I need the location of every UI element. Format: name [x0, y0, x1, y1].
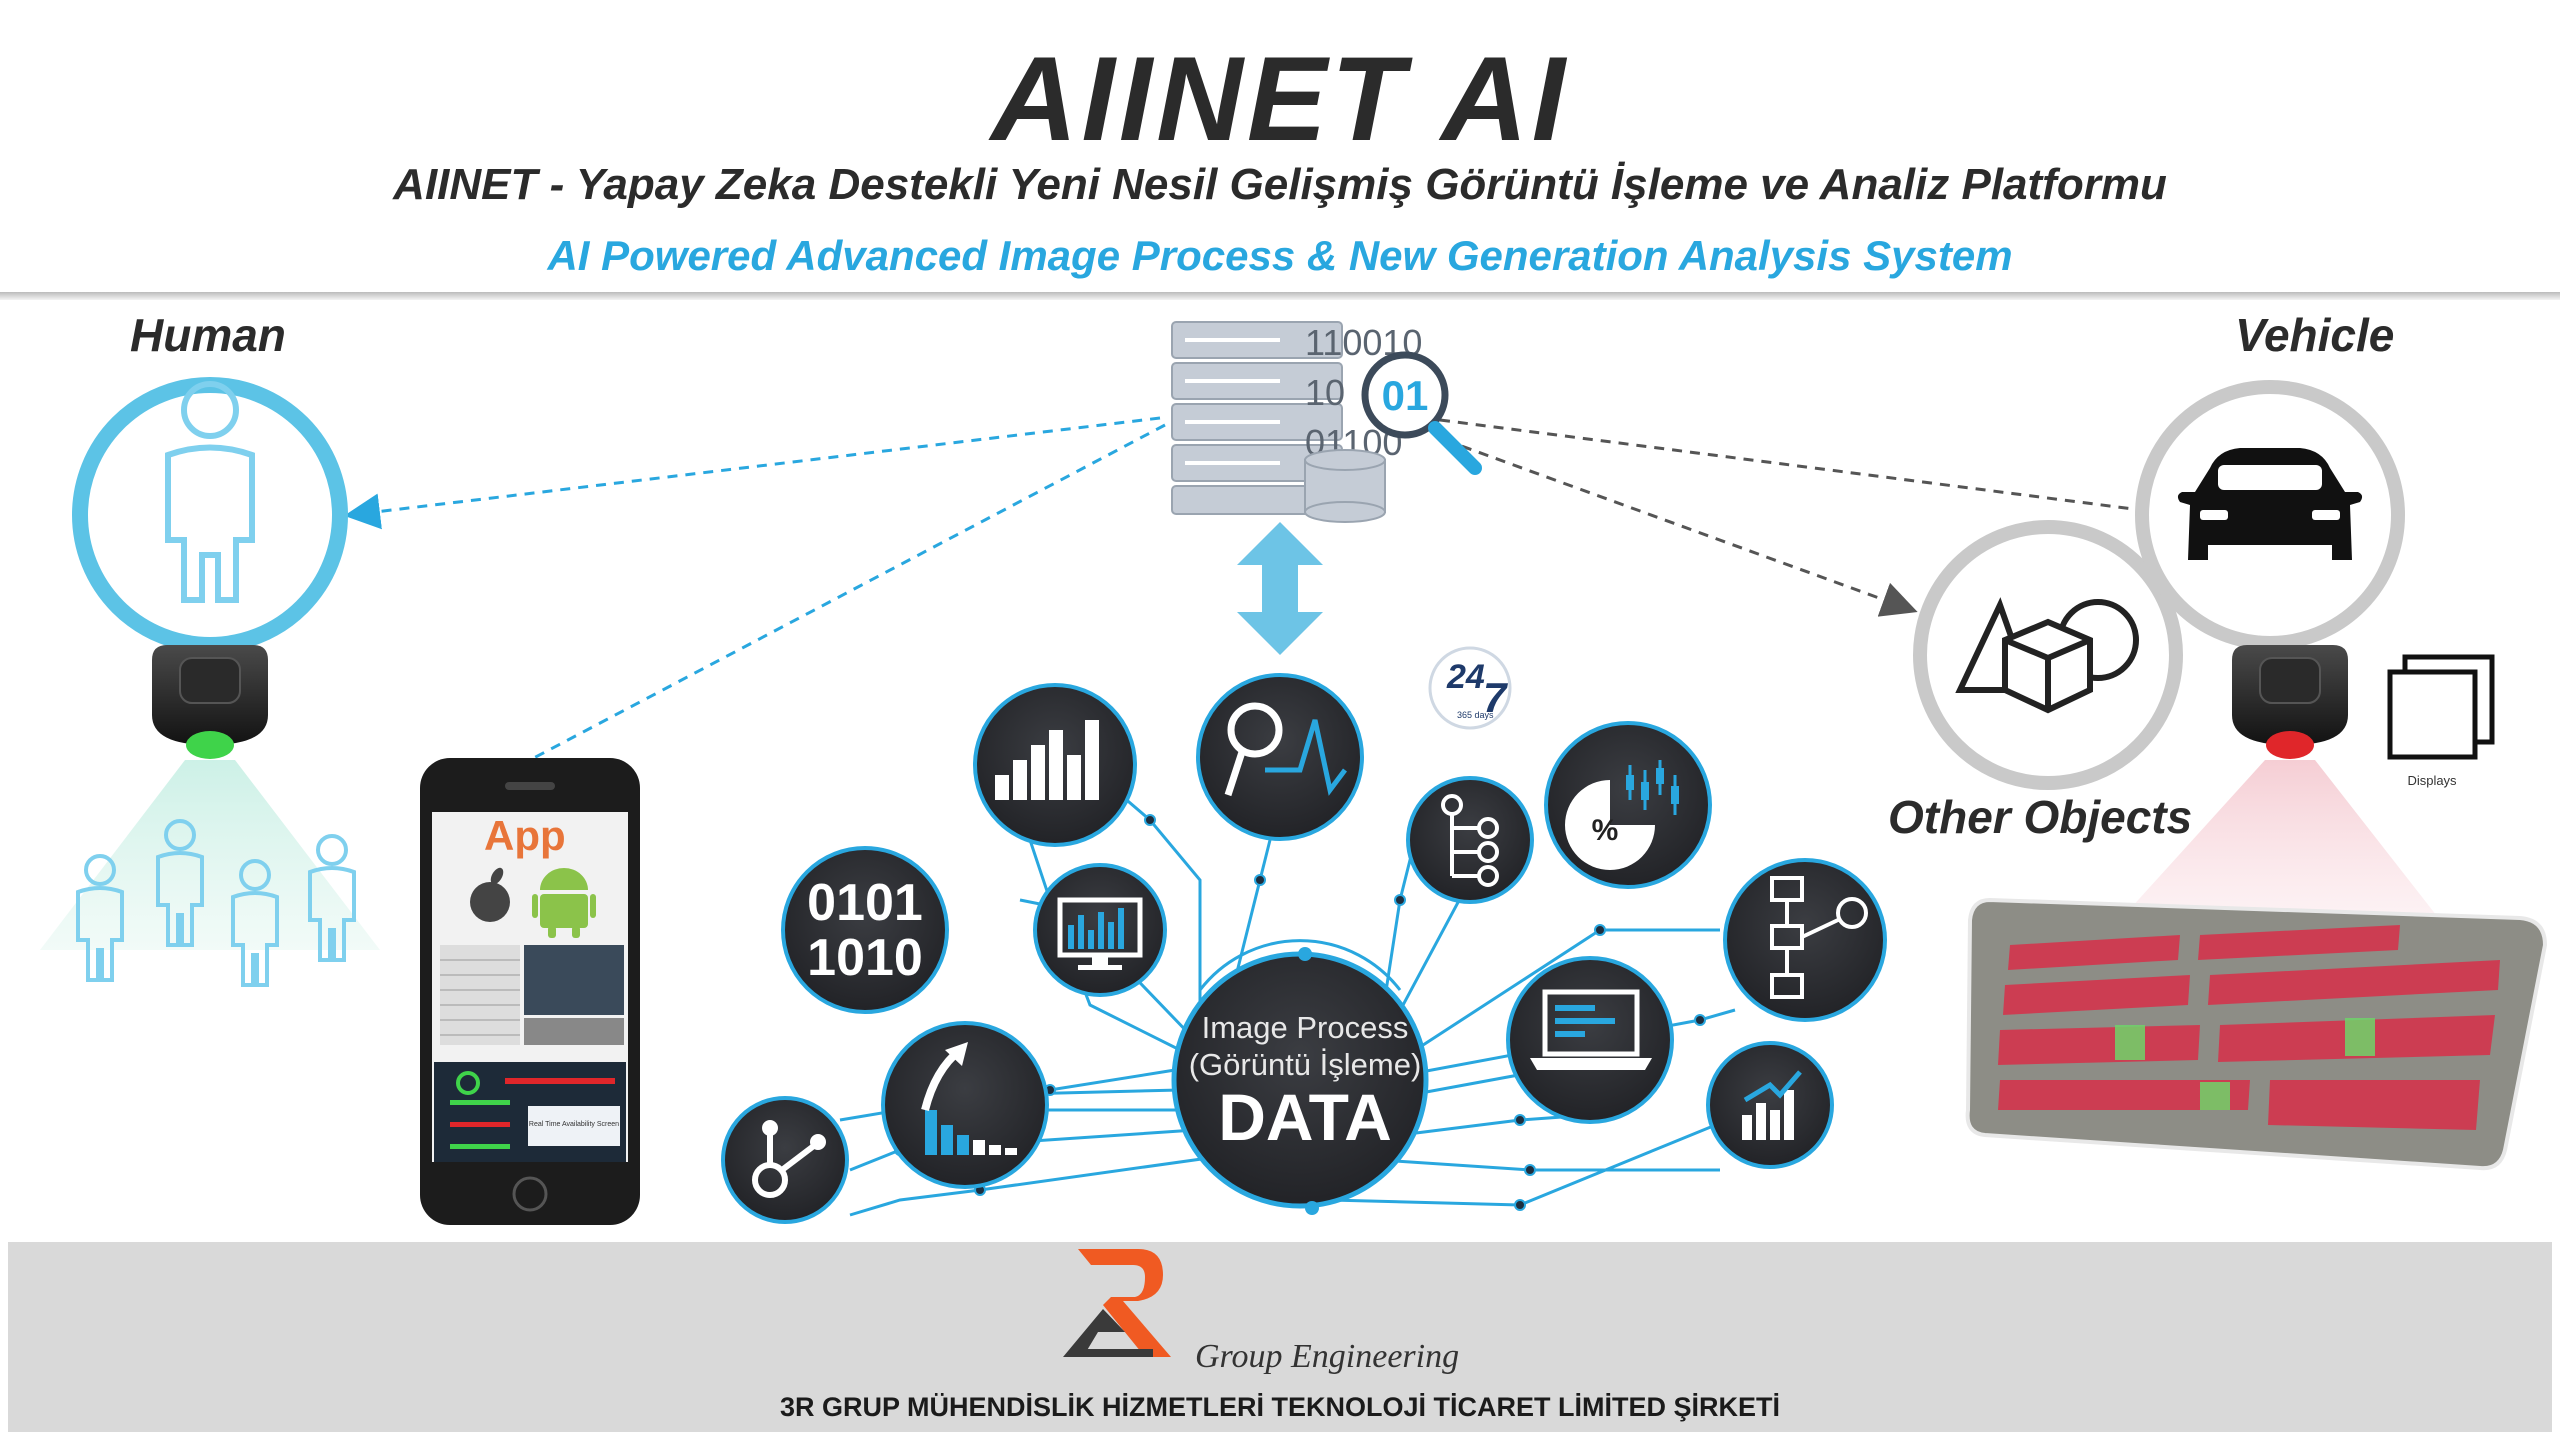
- footer-company-name: 3R GRUP MÜHENDİSLİK HİZMETLERİ TEKNOLOJİ…: [779, 1392, 1781, 1422]
- link-server-phone: [529, 423, 1166, 762]
- other-objects-section: [1913, 520, 2183, 790]
- vehicle-section: Displays: [2120, 380, 2495, 920]
- svg-text:%: %: [1592, 814, 1619, 847]
- footer: Group Engineering 3R GRUP MÜHENDİSLİK Hİ…: [8, 1242, 2552, 1432]
- vehicle-label: Vehicle: [2235, 309, 2395, 361]
- node-growth: [881, 1021, 1049, 1189]
- human-label: Human: [130, 309, 286, 361]
- car-icon: [2177, 448, 2363, 560]
- smartphone: Real Time Availability Screen: [420, 758, 640, 1225]
- company-logo-icon: [1063, 1249, 1171, 1357]
- parking-lot-image: [1965, 897, 2548, 1171]
- phone-availability-panel: Real Time Availability Screen: [434, 1062, 626, 1162]
- node-monitor-chart: [1033, 863, 1167, 997]
- magnified-digits: 01: [1382, 372, 1429, 419]
- page-subtitle-tr: AIINET - Yapay Zeka Destekli Yeni Nesil …: [393, 160, 2167, 209]
- magnifier-icon: 01: [1361, 351, 1482, 475]
- bar-chart-icon: [995, 720, 1099, 800]
- human-view-cone: [40, 760, 380, 950]
- search-wave-icon: [1224, 702, 1283, 797]
- hub-line-3: DATA: [1218, 1080, 1392, 1154]
- binary-row-2: 1010: [807, 929, 923, 987]
- apple-icon: [470, 867, 510, 922]
- page-title: AIINET AI: [990, 32, 1570, 166]
- node-binary: 0101 1010: [781, 846, 949, 1014]
- phone-dashboard-table: [440, 945, 624, 1045]
- hub-line-1: Image Process: [1202, 1010, 1409, 1045]
- node-percent: %: [1544, 721, 1712, 889]
- rising-bars-icon: [1742, 1070, 1802, 1140]
- shapes-icon: [1955, 597, 2139, 714]
- human-circle: [72, 377, 348, 653]
- node-growth-bars: [1706, 1041, 1834, 1169]
- link-server-vehicle: [1439, 418, 2186, 530]
- monitor-chart-icon: [1057, 897, 1143, 970]
- binary-line-2: 10: [1305, 372, 1345, 413]
- laptop-icon: [1530, 989, 1652, 1070]
- list-tree-icon: [1441, 794, 1499, 887]
- badge-7: 7: [1483, 674, 1508, 721]
- human-section: [40, 377, 380, 987]
- dashed-links: [344, 416, 2186, 762]
- page-subtitle-en: AI Powered Advanced Image Process & New …: [547, 232, 2013, 279]
- badge-caption: 365 days: [1457, 710, 1494, 720]
- link-server-human: [344, 416, 1161, 530]
- node-share: [721, 1096, 849, 1224]
- node-bar-chart: [973, 683, 1137, 847]
- node-laptop: [1506, 956, 1674, 1124]
- link-server-objects: [1444, 438, 1918, 617]
- vehicle-view-cone: [2120, 760, 2440, 920]
- data-hub: Image Process (Görüntü İşleme) DATA: [1171, 939, 1429, 1215]
- growth-chart-icon: [921, 1042, 1017, 1155]
- human-person-icon: [165, 381, 255, 603]
- server-icon: 110010 10 01100 01: [1171, 321, 1482, 523]
- phone-app-label: App: [484, 812, 566, 859]
- flowchart-icon: [1770, 876, 1868, 999]
- database-icon: [1304, 449, 1386, 523]
- badge-24-7: 24 7 365 days: [1428, 646, 1512, 730]
- node-flowchart: [1723, 858, 1887, 1022]
- percent-pie-icon: %: [1565, 760, 1679, 870]
- header-divider: [0, 292, 2560, 300]
- other-objects-label: Other Objects: [1888, 791, 2193, 843]
- badge-24: 24: [1446, 658, 1485, 696]
- double-arrow-icon: [1237, 522, 1323, 655]
- hub-line-2: (Görüntü İşleme): [1189, 1047, 1422, 1082]
- phone-dashboard-caption: Real Time Availability Screen: [529, 1121, 619, 1128]
- displays-label: Displays: [2407, 773, 2457, 788]
- android-icon: [532, 868, 596, 938]
- share-node-icon: [752, 1120, 826, 1198]
- human-camera-icon: [152, 645, 268, 759]
- displays-icon: [2387, 654, 2495, 760]
- binary-row-1: 0101: [807, 874, 923, 932]
- node-list: [1406, 776, 1534, 904]
- footer-group-engineering: Group Engineering: [1195, 1338, 1460, 1375]
- crowd-icon: [76, 819, 356, 987]
- node-search-wave: [1196, 673, 1364, 841]
- vehicle-camera-icon: [2232, 645, 2348, 759]
